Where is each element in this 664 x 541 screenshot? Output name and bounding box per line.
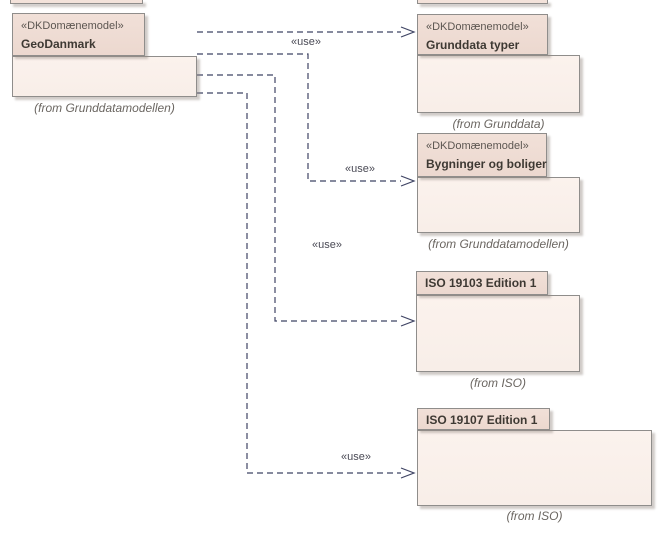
use-connector-iso-19103[interactable] <box>197 74 416 327</box>
package-stereotype: «DKDomænemodel» <box>426 21 529 33</box>
package-name: ISO 19103 Edition 1 <box>425 276 537 290</box>
package-stereotype: «DKDomænemodel» <box>21 20 124 32</box>
package-name: GeoDanmark <box>21 37 96 51</box>
package-caption: (from ISO) <box>470 376 526 390</box>
package-body[interactable] <box>12 56 197 97</box>
use-stereotype-label: «use» <box>289 36 323 48</box>
package-tab[interactable]: «DKDomænemodel» Bygninger og boliger <box>417 133 547 177</box>
package-stereotype: «DKDomænemodel» <box>426 140 529 152</box>
use-stereotype-label: «use» <box>343 163 377 175</box>
package-caption: (from ISO) <box>506 509 563 523</box>
use-stereotype-label: «use» <box>339 451 373 463</box>
package-body[interactable] <box>417 430 652 506</box>
package-tab[interactable]: «DKDomænemodel» GeoDanmark <box>12 13 145 56</box>
cropped-package-sliver-right <box>417 0 548 4</box>
package-tab[interactable]: «DKDomænemodel» Grunddata typer <box>417 14 548 55</box>
package-name: Bygninger og boliger <box>426 157 547 171</box>
package-body[interactable] <box>417 177 580 233</box>
package-caption: (from Grunddatamodellen) <box>428 237 569 251</box>
use-stereotype-label: «use» <box>310 239 344 251</box>
package-tab[interactable]: ISO 19107 Edition 1 <box>417 408 550 430</box>
package-caption: (from Grunddatamodellen) <box>34 101 175 115</box>
cropped-package-sliver-left <box>10 0 143 4</box>
use-connector-iso-19107[interactable] <box>197 92 416 479</box>
package-name: ISO 19107 Edition 1 <box>426 413 538 427</box>
package-caption: (from Grunddata) <box>452 117 545 131</box>
use-connector-bygninger-og-boliger[interactable] <box>197 53 416 187</box>
package-body[interactable] <box>417 55 580 113</box>
package-body[interactable] <box>416 295 580 372</box>
package-tab[interactable]: ISO 19103 Edition 1 <box>416 271 548 295</box>
package-name: Grunddata typer <box>426 38 520 52</box>
use-connector-grunddata-typer[interactable] <box>197 26 416 38</box>
